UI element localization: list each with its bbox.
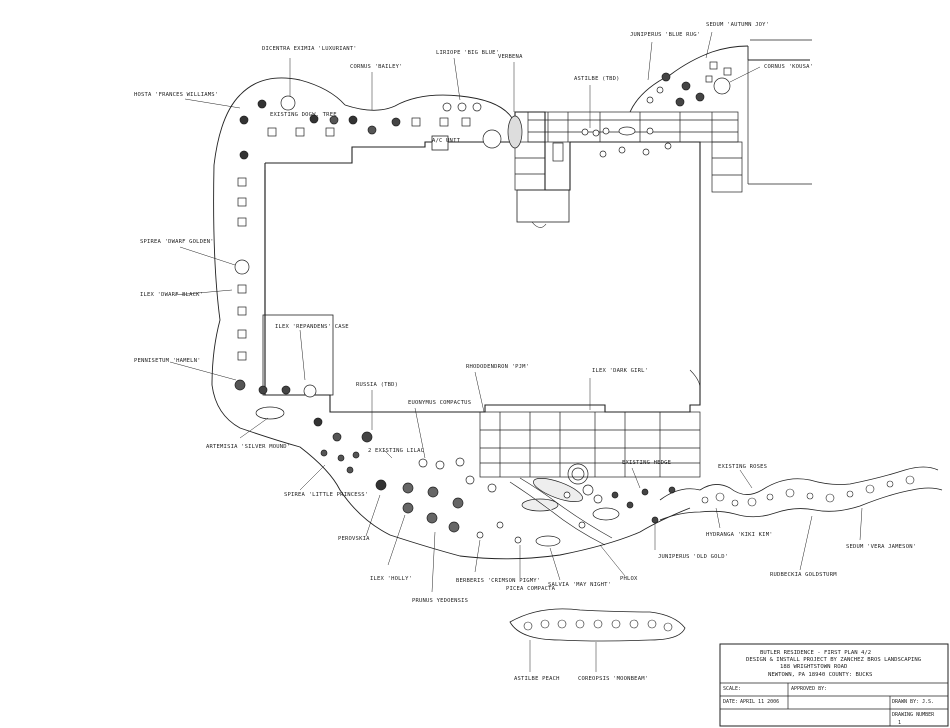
drawn-value: J.S. bbox=[922, 699, 934, 705]
label-ilex-repandens: ILEX 'REPANDENS' CASE bbox=[275, 324, 349, 330]
title-line-1: BUTLER RESIDENCE - FIRST PLAN 4/2 bbox=[760, 650, 871, 656]
label-sedum-autumn: SEDUM 'AUTUMN JOY' bbox=[706, 22, 769, 28]
label-existing-roses: EXISTING ROSES bbox=[718, 464, 767, 470]
label-euonymus: EUONYMUS COMPACTUS bbox=[408, 400, 471, 406]
label-spirea-dwarf: SPIREA 'DWARF GOLDEN' bbox=[140, 239, 214, 245]
title-block: BUTLER RESIDENCE - FIRST PLAN 4/2 DESIGN… bbox=[719, 643, 949, 727]
approved-label: APPROVED BY: bbox=[791, 686, 827, 692]
label-rosa-tbd: RUSSIA (TBD) bbox=[356, 382, 398, 388]
label-hosta: HOSTA 'FRANCES WILLIAMS' bbox=[134, 92, 218, 98]
label-cornus-kousa: CORNUS 'KOUSA' bbox=[764, 64, 813, 70]
drawn-label: DRAWN BY: bbox=[892, 699, 919, 705]
drawing-number-label: DRAWING NUMBER bbox=[892, 712, 935, 718]
label-sedum-vera: SEDUM 'VERA JAMESON' bbox=[846, 544, 916, 550]
label-perovskia: PEROVSKIA bbox=[338, 536, 370, 542]
label-rudbeckia: RUDBECKIA GOLDSTURM bbox=[770, 572, 837, 578]
label-dicentra: DICENTRA EXIMIA 'LUXURIANT' bbox=[262, 46, 357, 52]
label-berberis: BERBERIS 'CRIMSON PIGMY' bbox=[456, 578, 540, 584]
date-label: DATE: bbox=[723, 699, 738, 705]
label-pennisetum: PENNISETUM 'HAMELN' bbox=[134, 358, 201, 364]
plant-symbols bbox=[234, 61, 732, 547]
right-bed-plants bbox=[701, 475, 915, 507]
curved-path bbox=[509, 477, 613, 546]
label-existing-tree: EXISTING DOGW. TREE bbox=[270, 112, 337, 118]
label-picea: PICEA COMPACTA bbox=[506, 586, 556, 592]
label-artemisia: ARTEMISIA 'SILVER MOUND' bbox=[206, 444, 290, 450]
label-verbena: VERBENA bbox=[498, 54, 523, 60]
label-rhododendron: RHODODENDRON 'PJM' bbox=[466, 364, 529, 370]
label-phlox: PHLOX bbox=[620, 576, 638, 582]
title-line-4: NEWTOWN, PA 18940 COUNTY: BUCKS bbox=[768, 672, 872, 678]
label-astilbe-peach: ASTILBE PEACH bbox=[514, 676, 560, 682]
label-ac-unit: A/C UNIT bbox=[432, 138, 461, 144]
ac-unit bbox=[431, 135, 449, 151]
plant-labels: HOSTA 'FRANCES WILLIAMS' DICENTRA EXIMIA… bbox=[134, 22, 916, 682]
label-liriope: LIRIOPE 'BIG BLUE' bbox=[436, 50, 499, 56]
label-juniperus-old: JUNIPERUS 'OLD GOLD' bbox=[658, 554, 728, 560]
patio-bottom bbox=[479, 411, 701, 485]
right-border-bed bbox=[659, 466, 943, 521]
label-astilbe-tbd: ASTILBE (TBD) bbox=[574, 76, 620, 82]
label-ilex-holly: ILEX 'HOLLY' bbox=[370, 576, 412, 582]
bottom-island-bed bbox=[509, 608, 686, 642]
label-spirea-little: SPIREA 'LITTLE PRINCESS' bbox=[284, 492, 368, 498]
stepping-stones-left bbox=[237, 117, 471, 361]
title-line-2: DESIGN & INSTALL PROJECT BY ZANCHEZ BROS… bbox=[746, 657, 922, 663]
island-plants bbox=[523, 619, 673, 632]
label-salvia: SALVIA 'MAY NIGHT' bbox=[548, 582, 611, 588]
label-ilex-dark: ILEX 'DARK GIRL' bbox=[592, 368, 648, 374]
label-cornus: CORNUS 'BAILEY' bbox=[350, 64, 403, 70]
label-ilex-dwarf: ILEX 'DWARF BLACK' bbox=[140, 292, 203, 298]
title-line-3: 188 WRIGHTSTOWN ROAD bbox=[780, 664, 848, 670]
label-existing-lilac: 2 EXISTING LILAC bbox=[368, 448, 424, 454]
drawing-number-value: 1 bbox=[898, 720, 901, 726]
date-value: APRIL 11 2006 bbox=[740, 699, 779, 705]
label-hibiscus: HYDRANGA 'KIKI KIM' bbox=[706, 532, 773, 538]
patio-top bbox=[514, 111, 743, 193]
label-existing-hedge: EXISTING HEDGE bbox=[622, 460, 671, 466]
leader-lines bbox=[169, 31, 863, 672]
label-prunus: PRUNUS YEDOENSIS bbox=[412, 598, 468, 604]
label-coreopsis: COREOPSIS 'MOONBEAM' bbox=[578, 676, 648, 682]
scale-label: SCALE: bbox=[723, 686, 741, 692]
label-juniperus: JUNIPERUS 'BLUE RUG' bbox=[630, 32, 700, 38]
